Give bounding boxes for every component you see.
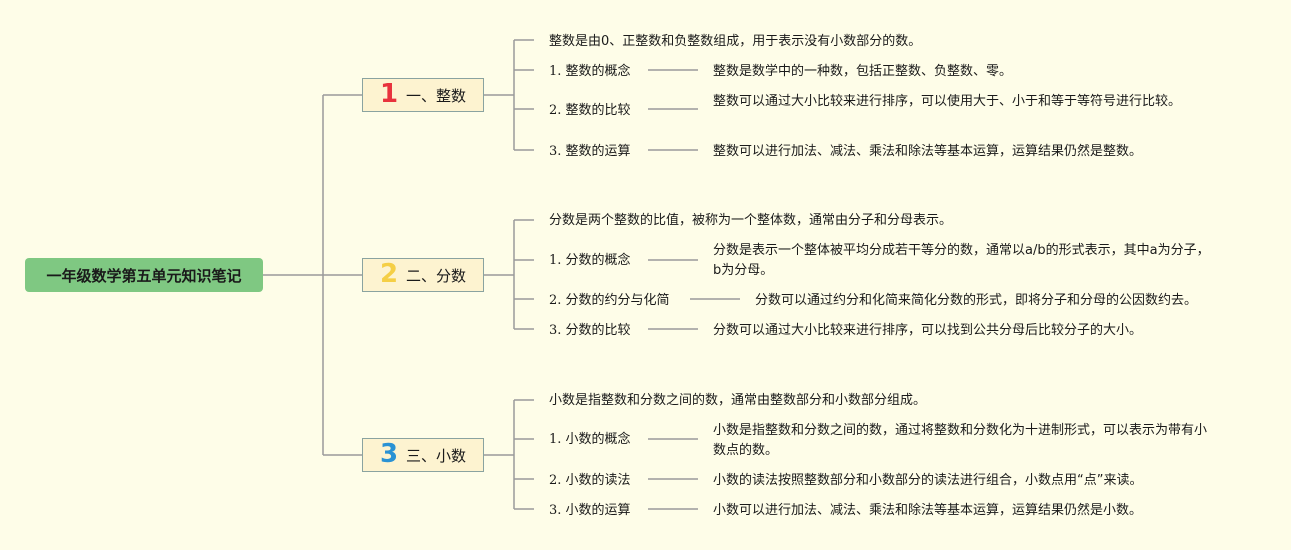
subtopic-label[interactable]: 2. 小数的读法 xyxy=(549,473,631,488)
subtopic-label[interactable]: 3. 分数的比较 xyxy=(549,323,631,338)
subtopic-label[interactable]: 1. 分数的概念 xyxy=(549,253,631,268)
number-two-icon: 2 xyxy=(379,259,399,289)
subtopic-label[interactable]: 1. 小数的概念 xyxy=(549,432,631,447)
root-title: 一年级数学第五单元知识笔记 xyxy=(46,266,242,285)
subtopic-detail: 整数是数学中的一种数，包括正整数、负整数、零。 xyxy=(713,64,1013,79)
topic-node-fractions[interactable]: 2 二、分数 xyxy=(362,258,484,292)
subtopic-label[interactable]: 3. 小数的运算 xyxy=(549,503,631,518)
topic-label: 二、分数 xyxy=(406,266,467,285)
subtopic-label[interactable]: 1. 整数的概念 xyxy=(549,64,631,79)
number-three-icon: 3 xyxy=(379,439,399,469)
subtopic-detail: 小数的读法按照整数部分和小数部分的读法进行组合，小数点用“点”来读。 xyxy=(713,473,1143,488)
topic-label: 一、整数 xyxy=(406,86,467,105)
topic-definition: 分数是两个整数的比值，被称为一个整体数，通常由分子和分母表示。 xyxy=(549,213,953,228)
subtopic-detail: 整数可以进行加法、减法、乘法和除法等基本运算，运算结果仍然是整数。 xyxy=(713,144,1143,159)
root-node[interactable]: 一年级数学第五单元知识笔记 xyxy=(25,258,263,292)
subtopic-label[interactable]: 2. 分数的约分与化简 xyxy=(549,293,670,308)
subtopic-label[interactable]: 2. 整数的比较 xyxy=(549,103,631,118)
topic-label: 三、小数 xyxy=(406,446,467,465)
subtopic-detail: 小数可以进行加法、减法、乘法和除法等基本运算，运算结果仍然是小数。 xyxy=(713,503,1143,518)
subtopic-detail: 分数可以通过约分和化简来简化分数的形式，即将分子和分母的公因数约去。 xyxy=(755,293,1198,308)
subtopic-detail: 分数可以通过大小比较来进行排序，可以找到公共分母后比较分子的大小。 xyxy=(713,323,1143,338)
subtopic-detail: 小数是指整数和分数之间的数，通过将整数和分数化为十进制形式，可以表示为带有小数点… xyxy=(713,423,1208,458)
subtopic-detail: 分数是表示一个整体被平均分成若干等分的数，通常以a/b的形式表示，其中a为分子，… xyxy=(713,243,1210,278)
topic-node-decimals[interactable]: 3 三、小数 xyxy=(362,438,484,472)
subtopic-detail: 整数可以通过大小比较来进行排序，可以使用大于、小于和等于等符号进行比较。 xyxy=(713,94,1182,109)
topic-definition: 整数是由0、正整数和负整数组成，用于表示没有小数部分的数。 xyxy=(549,34,922,49)
subtopic-label[interactable]: 3. 整数的运算 xyxy=(549,144,631,159)
topic-node-integers[interactable]: 1 一、整数 xyxy=(362,78,484,112)
topic-definition: 小数是指整数和分数之间的数，通常由整数部分和小数部分组成。 xyxy=(549,393,927,408)
number-one-icon: 1 xyxy=(379,79,399,109)
